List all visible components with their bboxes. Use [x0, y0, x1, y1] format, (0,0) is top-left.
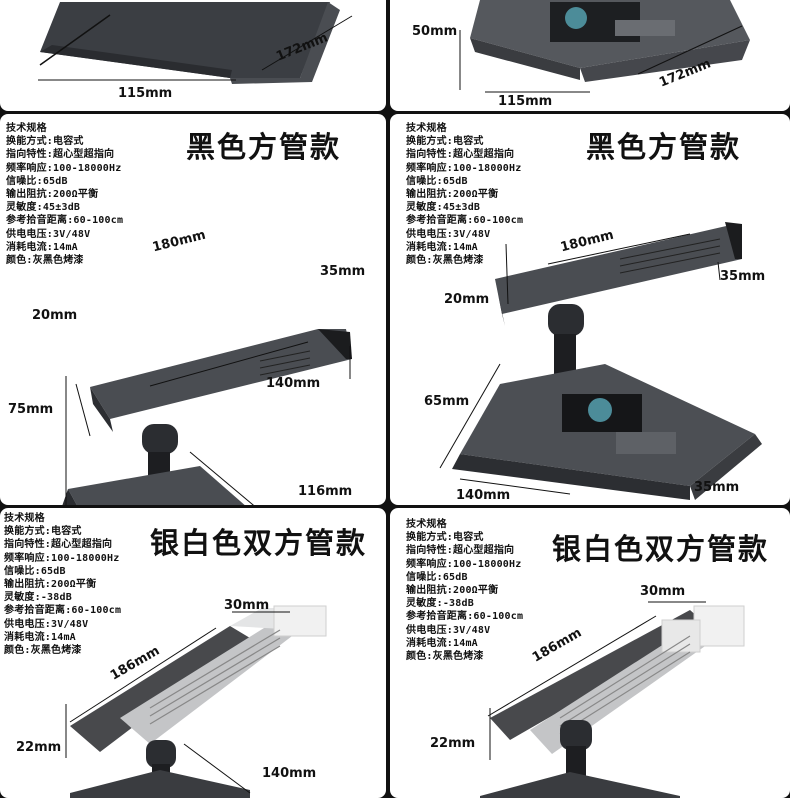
spec-line: 参考拾音距离:60-100cm [6, 215, 124, 227]
spec-line: 频率响应:100-18000Hz [406, 558, 522, 570]
spec-line: 消耗电流:14mA [406, 241, 478, 253]
spec-line: 换能方式:电容式 [406, 532, 484, 544]
spec-line: 颜色:灰黑色烤漆 [6, 255, 84, 267]
dim-label: 50mm [2, 0, 47, 1]
spec-line: 参考拾音距离:60-100cm [406, 611, 524, 623]
base-drawing [459, 0, 750, 93]
spec-line: 技术规格 [4, 513, 45, 524]
spec-line: 参考拾音距离:60-100cm [406, 215, 524, 227]
dim-label: 115mm [498, 94, 553, 109]
dim-label: 35mm [320, 264, 366, 279]
spec-line: 技术规格 [406, 123, 447, 134]
panel-mid-left: 技术规格 换能方式:电容式 指向特性:超心型超指向 频率响应:100-18000… [0, 114, 386, 505]
spec-line: 指向特性:超心型超指向 [406, 149, 515, 161]
spec-line: 换能方式:电容式 [4, 526, 82, 538]
spec-line: 输出阻抗:200Ω平衡 [406, 189, 499, 201]
spec-list: 技术规格 换能方式:电容式 指向特性:超心型超指向 频率响应:100-18000… [406, 122, 523, 267]
spec-line: 输出阻抗:200Ω平衡 [4, 579, 97, 591]
dim-label: 140mm [266, 376, 321, 391]
spec-line: 消耗电流:14mA [4, 631, 76, 643]
dim-label: 140mm [262, 766, 317, 781]
spec-line: 换能方式:电容式 [6, 136, 84, 148]
spec-line: 灵敏度:-38dB [406, 598, 474, 610]
dim-label: 35mm [720, 269, 766, 284]
spec-line: 指向特性:超心型超指向 [4, 539, 113, 551]
dim-label: 20mm [32, 308, 78, 323]
dim-label: 65mm [424, 394, 470, 409]
spec-list: 技术规格 换能方式:电容式 指向特性:超心型超指向 频率响应:100-18000… [406, 518, 523, 663]
dim-label: 22mm [430, 736, 476, 751]
dim-label: 30mm [640, 584, 686, 599]
spec-line: 指向特性:超心型超指向 [6, 149, 115, 161]
spec-line: 颜色:灰黑色烤漆 [406, 255, 484, 267]
dim-label: 30mm [224, 598, 270, 613]
spec-line: 供电电压:3V/48V [406, 624, 491, 636]
dim-label: 140mm [456, 488, 511, 503]
spec-line: 频率响应:100-18000Hz [406, 162, 522, 174]
spec-line: 输出阻抗:200Ω平衡 [406, 585, 499, 597]
spec-line: 指向特性:超心型超指向 [406, 545, 515, 557]
spec-line: 信噪比:65dB [6, 175, 68, 187]
spec-line: 灵敏度:45±3dB [6, 202, 81, 214]
dim-label: 115mm [118, 86, 173, 101]
model-title: 银白色双方管款 [552, 532, 770, 566]
spec-line: 信噪比:65dB [406, 571, 468, 583]
spec-list: 技术规格 换能方式:电容式 指向特性:超心型超指向 频率响应:100-18000… [6, 122, 123, 267]
panel-top-left: 50mm 172mm 115mm [0, 0, 386, 111]
spec-line: 灵敏度:45±3dB [406, 202, 481, 214]
spec-line: 消耗电流:14mA [6, 241, 78, 253]
dim-label: 75mm [8, 402, 54, 417]
model-title: 银白色双方管款 [150, 526, 368, 560]
spec-line: 灵敏度:-38dB [4, 592, 72, 604]
mic-drawing [62, 329, 352, 505]
spec-line: 颜色:灰黑色烤漆 [406, 651, 484, 663]
model-title: 黑色方管款 [586, 130, 742, 164]
dim-label: 22mm [16, 740, 62, 755]
spec-line: 信噪比:65dB [4, 565, 66, 577]
panel-top-right: 50mm 172mm 115mm [390, 0, 790, 111]
spec-list: 技术规格 换能方式:电容式 指向特性:超心型超指向 频率响应:100-18000… [4, 512, 121, 657]
spec-line: 技术规格 [406, 519, 447, 530]
mic-drawing [439, 222, 762, 500]
panel-mid-right: 技术规格 换能方式:电容式 指向特性:超心型超指向 频率响应:100-18000… [390, 114, 790, 505]
spec-line: 供电电压:3V/48V [4, 618, 89, 630]
spec-line: 消耗电流:14mA [406, 637, 478, 649]
spec-line: 频率响应:100-18000Hz [4, 552, 120, 564]
spec-line: 参考拾音距离:60-100cm [4, 605, 122, 617]
spec-line: 换能方式:电容式 [406, 136, 484, 148]
spec-line: 频率响应:100-18000Hz [6, 162, 122, 174]
base-drawing [38, 2, 353, 84]
spec-line: 供电电压:3V/48V [6, 228, 91, 240]
dim-label: 116mm [298, 484, 353, 499]
dim-label: 35mm [694, 480, 740, 495]
spec-line: 颜色:灰黑色烤漆 [4, 645, 82, 657]
model-title: 黑色方管款 [186, 130, 342, 164]
spec-line: 供电电压:3V/48V [406, 228, 491, 240]
dim-label: 20mm [444, 292, 490, 307]
panel-bot-right: 技术规格 换能方式:电容式 指向特性:超心型超指向 频率响应:100-18000… [390, 508, 790, 798]
spec-line: 输出阻抗:200Ω平衡 [6, 189, 99, 201]
spec-line: 信噪比:65dB [406, 175, 468, 187]
dim-label: 50mm [412, 24, 458, 39]
spec-line: 技术规格 [6, 123, 47, 134]
panel-bot-left: 技术规格 换能方式:电容式 指向特性:超心型超指向 频率响应:100-18000… [0, 508, 386, 798]
